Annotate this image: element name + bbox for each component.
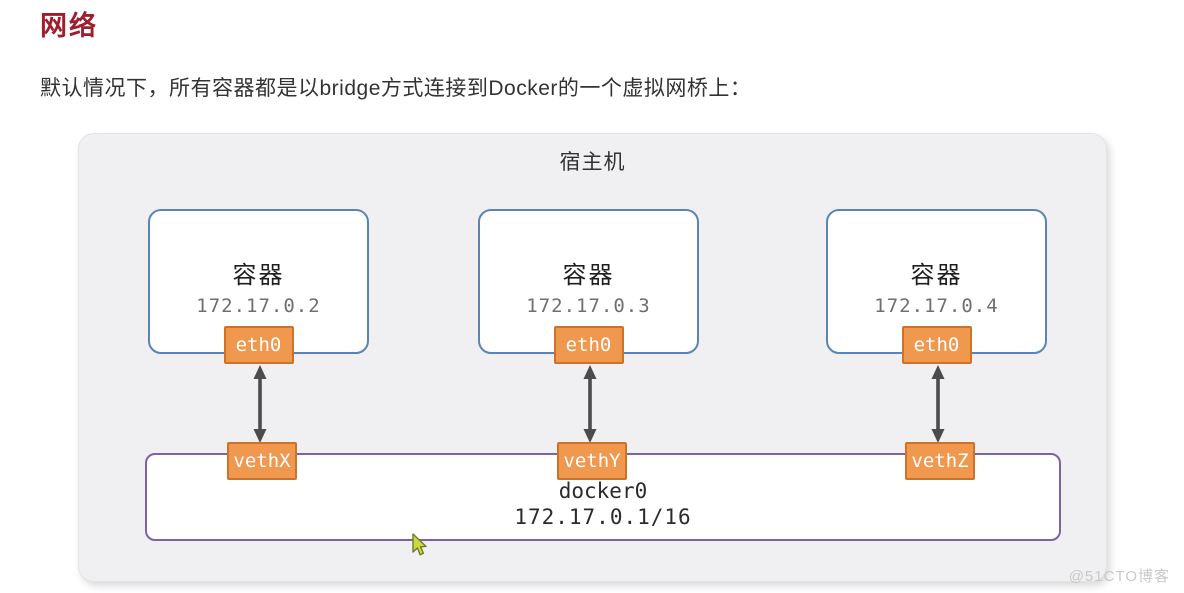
intro-text: 默认情况下，所有容器都是以bridge方式连接到Docker的一个虚拟网桥上： <box>40 77 752 100</box>
container-label: 容器 <box>562 262 615 289</box>
container-ip: 172.17.0.3 <box>526 295 651 317</box>
container-box-3: 容器 172.17.0.4 eth0 <box>826 209 1047 364</box>
watermark: @51CTO博客 <box>1068 568 1170 585</box>
double-arrow-icon <box>253 365 267 443</box>
page-title: 网络 <box>40 11 98 41</box>
container-label: 容器 <box>910 262 963 289</box>
bridge-address: 172.17.0.1/16 <box>514 505 692 529</box>
double-arrow-icon <box>931 365 945 443</box>
eth0-badge: eth0 <box>901 326 972 364</box>
eth0-badge: eth0 <box>553 326 624 364</box>
vethy-badge: vethY <box>557 442 627 480</box>
bridge-name: docker0 <box>558 479 648 503</box>
container-box-1: 容器 172.17.0.2 eth0 <box>148 209 369 364</box>
vethz-badge: vethZ <box>905 442 975 480</box>
eth0-badge: eth0 <box>223 326 294 364</box>
vethx-badge: vethX <box>227 442 297 480</box>
double-arrow-icon <box>583 365 597 443</box>
host-machine-box: 宿主机 容器 172.17.0.2 eth0 容器 172.17.0.3 eth… <box>78 133 1107 582</box>
container-label: 容器 <box>232 262 285 289</box>
container-ip: 172.17.0.2 <box>196 295 321 317</box>
mouse-cursor-icon <box>412 533 427 556</box>
container-ip: 172.17.0.4 <box>874 295 999 317</box>
host-machine-label: 宿主机 <box>559 151 626 174</box>
container-box-2: 容器 172.17.0.3 eth0 <box>478 209 699 364</box>
